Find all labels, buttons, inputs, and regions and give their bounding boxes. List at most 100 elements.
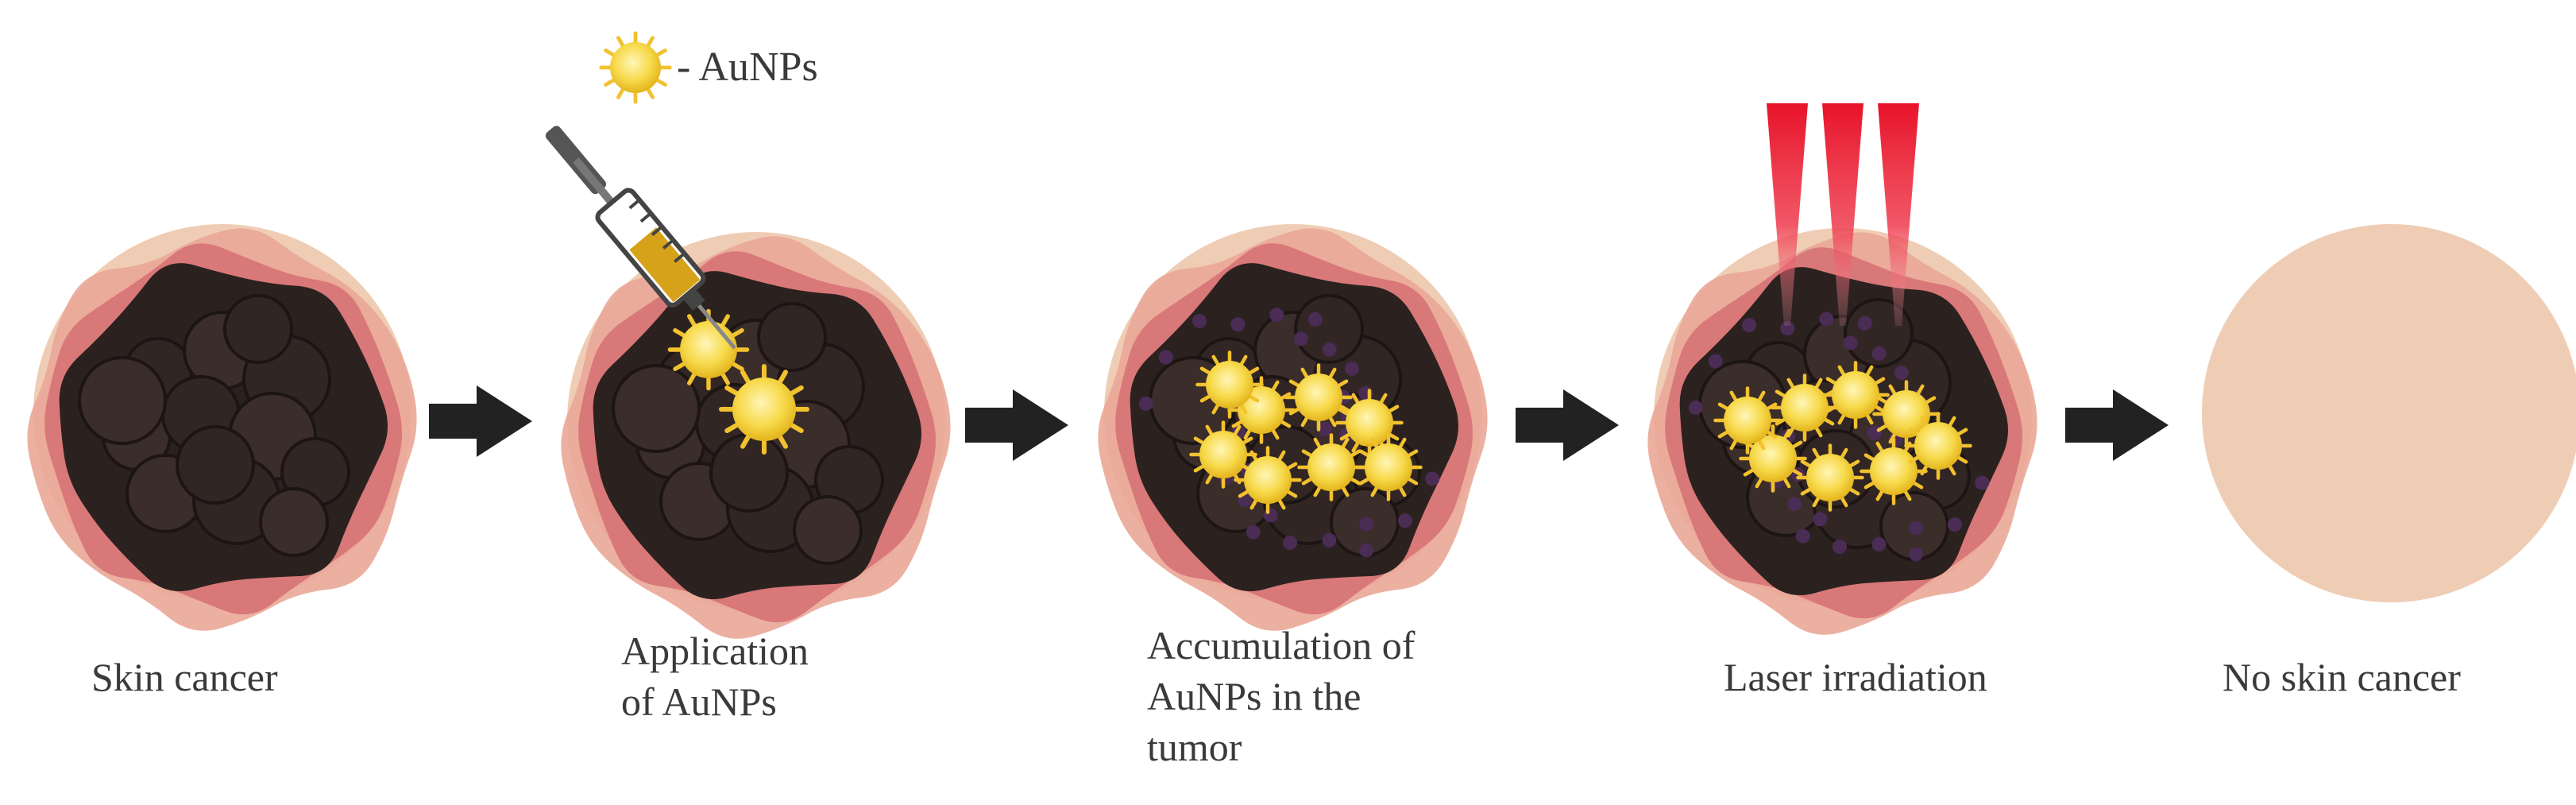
tumor-lobe <box>757 302 827 372</box>
stage-laser <box>1647 228 2037 635</box>
flow-arrow <box>429 385 532 457</box>
nanoparticle-core <box>1295 373 1342 421</box>
gold-nanoparticle <box>1796 443 1864 512</box>
bound-particle-speck <box>1975 475 1990 490</box>
bound-particle-speck <box>1359 517 1374 532</box>
syringe-tick <box>674 252 686 263</box>
tumor-lobe <box>223 294 293 364</box>
bound-particle-speck <box>1894 365 1909 380</box>
nanoparticle-core <box>1307 443 1355 491</box>
nanoparticle-core <box>1781 384 1829 432</box>
bound-particle-speck <box>1742 318 1757 333</box>
bound-particle-speck <box>1947 517 1962 532</box>
syringe-tick <box>662 238 674 250</box>
caption-line: Skin cancer <box>91 655 278 699</box>
tumor-lobe <box>259 487 329 557</box>
bound-particle-speck <box>1909 521 1924 536</box>
nanoparticle-core <box>1346 399 1393 447</box>
gold-nanoparticle <box>1771 373 1839 442</box>
nanoparticle-core <box>1365 443 1412 491</box>
laser-beam <box>1878 103 1919 326</box>
tumor-lobe <box>78 356 167 445</box>
bound-particle-speck <box>1322 532 1337 548</box>
bound-particle-speck <box>1344 361 1359 376</box>
legend-label: - AuNPs <box>677 45 818 90</box>
gold-nanoparticle <box>1821 361 1890 429</box>
caption-line: Laser irradiation <box>1724 655 1987 699</box>
flow-arrow <box>2065 389 2169 461</box>
bound-particle-speck <box>1138 396 1153 411</box>
caption-no-cancer: No skin cancer <box>2223 652 2461 702</box>
syringe-plunger-rod <box>573 157 620 211</box>
nanoparticle-core <box>1883 390 1930 438</box>
bound-particle-speck <box>1833 539 1848 554</box>
bound-particle-speck <box>1909 547 1924 562</box>
caption-accumulation: Accumulation of AuNPs in the tumor <box>1147 620 1415 772</box>
caption-line: tumor <box>1147 725 1242 769</box>
bound-particle-speck <box>1397 513 1412 528</box>
bound-particle-speck <box>1192 314 1207 329</box>
bound-particle-speck <box>1425 471 1440 486</box>
caption-line: Accumulation of <box>1147 623 1415 668</box>
bound-particle-speck <box>1230 317 1246 332</box>
gold-nanoparticle <box>1284 363 1353 432</box>
gold-nanoparticle <box>1713 386 1782 455</box>
gold-nanoparticle <box>1860 437 1928 505</box>
gold-nanoparticle <box>1234 446 1302 514</box>
nanoparticle-core <box>1870 447 1918 495</box>
gold-nanoparticle <box>1195 350 1264 419</box>
gold-nanoparticle <box>719 364 809 455</box>
bound-particle-speck <box>1246 524 1261 540</box>
nanoparticle-core <box>1199 431 1247 478</box>
tumor-lobe <box>709 433 789 513</box>
stage-accumulation <box>1098 224 1488 631</box>
nanoparticle-core <box>680 321 737 378</box>
gold-nanoparticle-icon <box>599 31 672 104</box>
nanoparticle-core <box>1914 422 1962 470</box>
syringe-tick <box>651 225 663 237</box>
bound-particle-speck <box>1813 512 1828 527</box>
bound-particle-speck <box>1787 497 1802 512</box>
nanoparticle-core <box>1806 454 1854 501</box>
caption-line: Application <box>621 629 809 673</box>
laser-beam <box>1767 103 1808 326</box>
bound-particle-speck <box>1871 536 1887 552</box>
skin-disc <box>2202 224 2576 602</box>
caption-application: Application of AuNPs <box>621 625 809 727</box>
gold-nanoparticle <box>1354 433 1423 501</box>
nanoparticle-core <box>732 377 796 441</box>
syringe-fluid <box>629 227 701 303</box>
bound-particle-speck <box>1708 354 1723 369</box>
laser-beam <box>1822 103 1863 326</box>
bound-particle-speck <box>1318 422 1332 436</box>
nanoparticle-core <box>1244 456 1292 504</box>
bound-particle-speck <box>1322 342 1337 357</box>
bound-particle-speck <box>1359 543 1374 558</box>
syringe-icon <box>545 126 736 350</box>
caption-laser: Laser irradiation <box>1724 652 1987 702</box>
bound-particle-speck <box>1688 400 1703 415</box>
tumor <box>27 228 417 631</box>
stage-no-cancer <box>2202 224 2576 602</box>
caption-line: No skin cancer <box>2223 655 2461 699</box>
syringe-tick <box>639 211 652 223</box>
tumor-lobe <box>176 425 255 505</box>
stage-application <box>561 232 951 639</box>
tumor-lobe <box>612 364 701 453</box>
tumor-lobe <box>793 495 863 565</box>
bound-particle-speck <box>1158 350 1173 365</box>
stage-skin-cancer <box>27 224 417 631</box>
bound-particle-speck <box>1857 315 1872 331</box>
nanoparticle-core <box>1724 397 1771 444</box>
bound-particle-speck <box>1819 312 1834 327</box>
flow-arrow <box>965 389 1068 461</box>
flow-arrow <box>1516 389 1619 461</box>
syringe-hub <box>682 287 705 311</box>
nanoparticle-core <box>1832 371 1879 419</box>
tumor-lobe <box>1294 294 1364 364</box>
bound-particle-speck <box>1795 528 1810 544</box>
bound-particle-speck <box>1293 331 1308 346</box>
bound-particle-speck <box>1843 335 1858 350</box>
bound-particle-speck <box>1307 312 1323 327</box>
